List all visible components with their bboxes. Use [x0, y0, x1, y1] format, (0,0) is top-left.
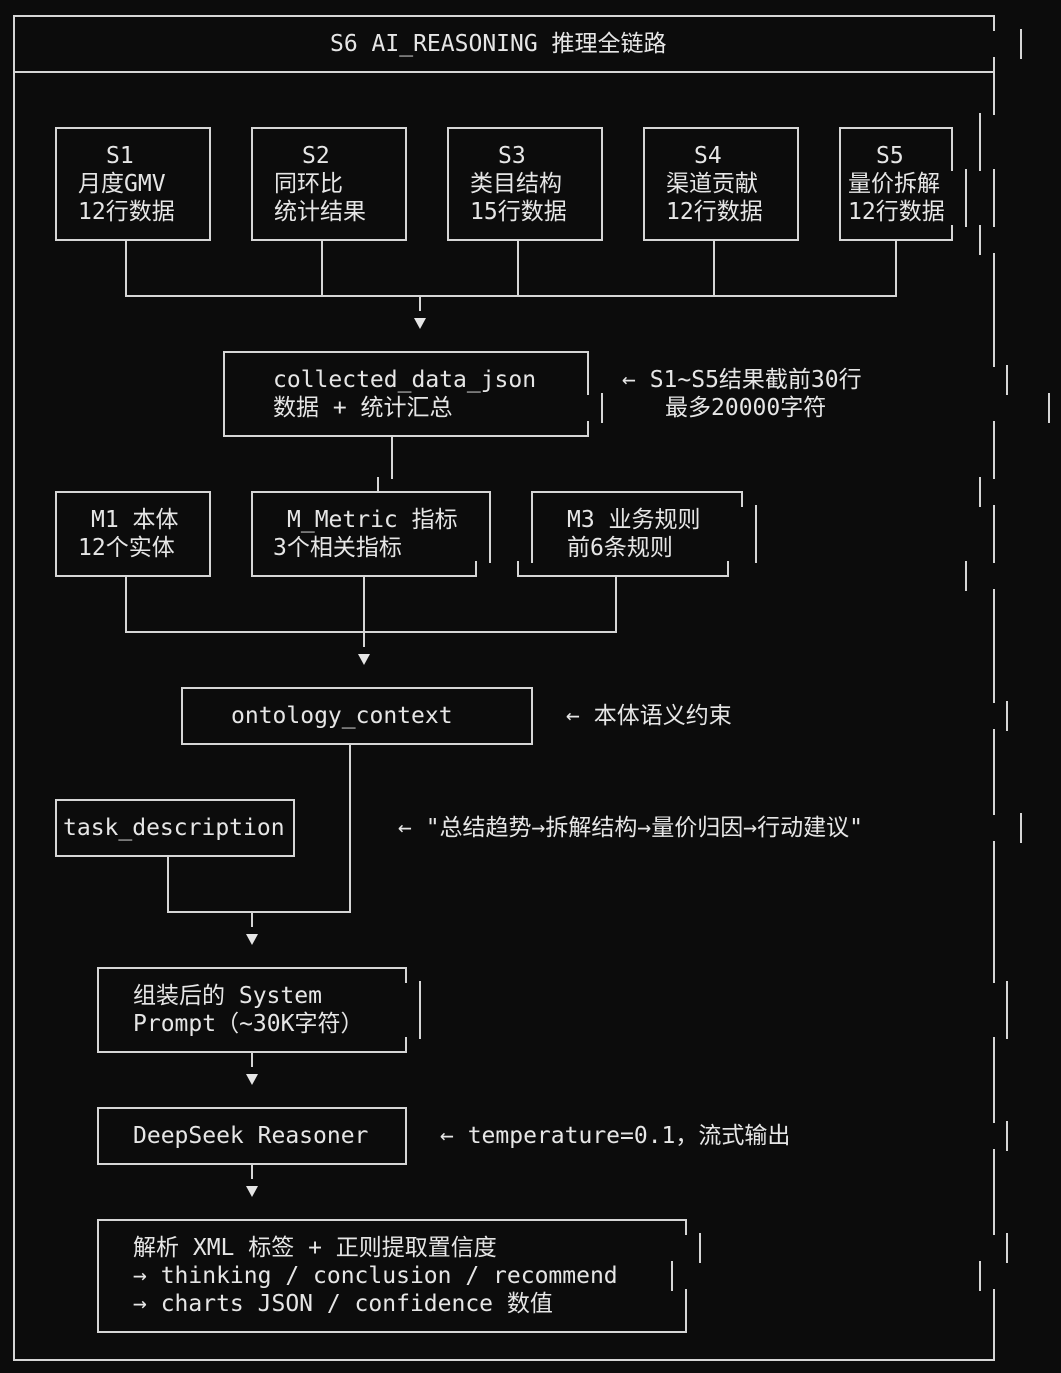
outer-frame-right-edge [965, 15, 1050, 1361]
parser-box-border [97, 1219, 701, 1333]
stage-s5-line-2: 12行数据 [848, 199, 945, 225]
stage-box-s2: S2 同环比 统计结果 [251, 127, 407, 241]
reasoner-box: DeepSeek Reasoner [97, 1107, 407, 1165]
stage-s1-label: S1 [106, 143, 134, 169]
model-m3-line-1: M3 业务规则 [567, 507, 701, 533]
models-merge-connector [125, 575, 617, 647]
down-arrow [246, 934, 258, 945]
collected-data-box-border [223, 351, 603, 437]
stage-s5-line-1: 量价拆解 [848, 171, 940, 197]
down-arrow [246, 1074, 258, 1085]
stage-box-s5-border [839, 127, 967, 241]
stage-box-s3: S3 类目结构 15行数据 [447, 127, 603, 241]
model-box-m1-border [55, 491, 211, 577]
stage-box-s2-border [251, 127, 407, 241]
parser-line-1: 解析 XML 标签 + 正则提取置信度 [133, 1235, 497, 1261]
task-merge-connector [167, 855, 351, 927]
ontology-context-box-border [181, 687, 533, 745]
stage-s2-line-1: 同环比 [274, 171, 343, 197]
stage-s5-label: S5 [876, 143, 904, 169]
stage-box-s1-border [55, 127, 211, 241]
stage-s1-line-2: 12行数据 [78, 199, 175, 225]
stage-s2-line-2: 统计结果 [274, 199, 366, 225]
task-description-label: task_description [63, 815, 285, 841]
down-arrow [246, 1186, 258, 1197]
model-m1-line-1: M1 本体 [91, 507, 179, 533]
model-metric-line-1: M_Metric 指标 [287, 507, 458, 533]
stage-s1-line-1: 月度GMV [78, 171, 166, 197]
task-description-box: task_description [55, 799, 295, 857]
down-arrow [414, 318, 426, 329]
diagram-title: S6 AI_REASONING 推理全链路 [330, 31, 667, 57]
stage-box-s5: S5 量价拆解 12行数据 [839, 127, 967, 241]
reasoner-note: ← temperature=0.1，流式输出 [440, 1123, 790, 1149]
reasoner-label: DeepSeek Reasoner [133, 1123, 368, 1149]
system-prompt-box-border [97, 967, 421, 1053]
ontology-context-box: ontology_context [181, 687, 533, 745]
outer-frame [13, 15, 995, 1361]
stage-box-s3-border [447, 127, 603, 241]
stage-box-s4-border [643, 127, 799, 241]
model-m1-line-2: 12个实体 [78, 535, 175, 561]
model-box-m3: M3 业务规则 前6条规则 [517, 491, 757, 577]
collected-data-line-1: collected_data_json [273, 367, 536, 393]
stage-s4-label: S4 [694, 143, 722, 169]
stage-box-s4: S4 渠道贡献 12行数据 [643, 127, 799, 241]
model-m3-line-2: 前6条规则 [567, 535, 673, 561]
parser-line-2: → thinking / conclusion / recommend [133, 1263, 618, 1289]
stage-s4-line-2: 12行数据 [666, 199, 763, 225]
parser-line-3: → charts JSON / confidence 数值 [133, 1291, 553, 1317]
model-box-m3-border [517, 491, 757, 577]
ontology-context-label: ontology_context [231, 703, 453, 729]
system-prompt-line-1: 组装后的 System [133, 983, 322, 1009]
model-box-m1: M1 本体 12个实体 [55, 491, 211, 577]
collected-to-models-connector [377, 435, 393, 493]
model-box-metric-border [251, 491, 491, 577]
collected-data-box: collected_data_json 数据 + 统计汇总 [223, 351, 603, 437]
task-description-box-border [55, 799, 295, 857]
reasoner-box-border [97, 1107, 407, 1165]
stage-s4-line-1: 渠道贡献 [666, 171, 758, 197]
stages-merge-connector [125, 239, 897, 311]
model-box-metric: M_Metric 指标 3个相关指标 [251, 491, 491, 577]
stage-s3-line-2: 15行数据 [470, 199, 567, 225]
stage-box-s1: S1 月度GMV 12行数据 [55, 127, 211, 241]
ontology-context-note: ← 本体语义约束 [566, 703, 732, 729]
stage-s2-label: S2 [302, 143, 330, 169]
system-prompt-line-2: Prompt（~30K字符） [133, 1011, 363, 1037]
collected-data-note-1: ← S1~S5结果截前30行 [622, 367, 862, 393]
collected-data-line-2: 数据 + 统计汇总 [273, 395, 453, 421]
stage-s3-line-1: 类目结构 [470, 171, 562, 197]
model-metric-line-2: 3个相关指标 [273, 535, 402, 561]
system-prompt-box: 组装后的 System Prompt（~30K字符） [97, 967, 421, 1053]
task-description-note: ← "总结趋势→拆解结构→量价归因→行动建议" [398, 815, 863, 841]
stage-s3-label: S3 [498, 143, 526, 169]
collected-data-note-2: 最多20000字符 [665, 395, 826, 421]
parser-box: 解析 XML 标签 + 正则提取置信度 → thinking / conclus… [97, 1219, 701, 1333]
down-arrow [358, 654, 370, 665]
